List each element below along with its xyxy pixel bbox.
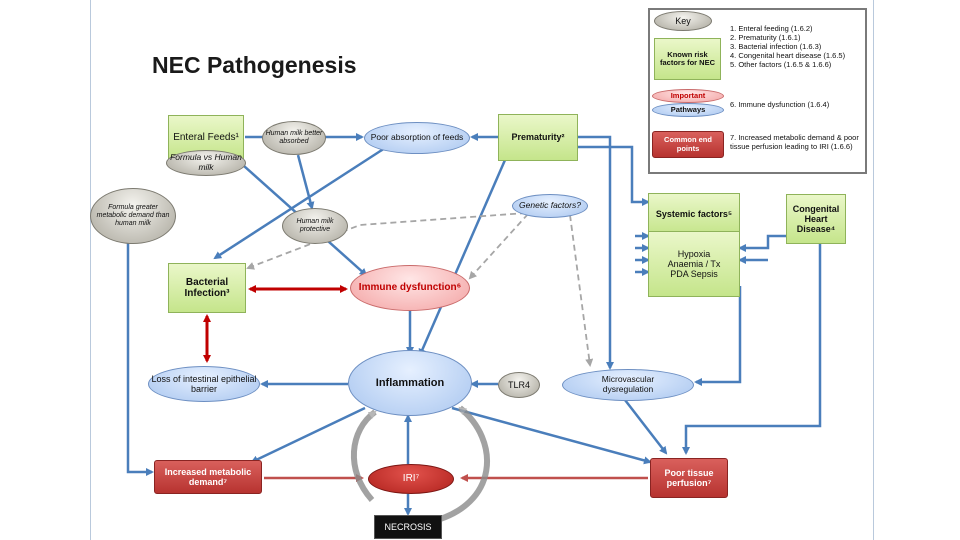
- node-necrosis: NECROSIS: [374, 515, 442, 539]
- arrow-absorption-to-infection: [213, 146, 386, 260]
- node-immune-dysfunction: Immune dysfunction⁶: [350, 265, 470, 311]
- key-risk-list: 1. Enteral feeding (1.6.2) 2. Prematurit…: [730, 24, 865, 69]
- key-risk-item-3: 3. Bacterial infection (1.6.3): [730, 42, 822, 51]
- dashed-genetic-to-infection: [246, 212, 527, 270]
- node-systemic-list: Hypoxia Anaemia / Tx PDA Sepsis: [648, 231, 740, 297]
- arrow-formula-to-metabolic: [126, 243, 154, 476]
- dashed-genetic-to-microvascular: [569, 214, 594, 367]
- node-prematurity: Prematurity²: [498, 114, 578, 161]
- key-risk-item-5: 5. Other factors (1.6.5 & 1.6.6): [730, 60, 832, 69]
- node-inflammation: Inflammation: [348, 350, 472, 416]
- key-immune-item: 6. Immune dysfunction (1.6.4): [730, 100, 830, 109]
- arrow-prematurity-to-systemic: [578, 145, 650, 206]
- page-title: NEC Pathogenesis: [152, 52, 357, 78]
- node-genetic-factors: Genetic factors?: [512, 194, 588, 218]
- node-congenital-heart-disease: Congenital Heart Disease⁴: [786, 194, 846, 244]
- arrow-systemic-to-microvascular: [694, 286, 742, 386]
- arrow-inflammation-to-metabolic: [250, 406, 366, 464]
- key-pathways: Pathways: [652, 103, 724, 117]
- node-systemic-factors: Systemic factors⁵: [648, 193, 740, 235]
- dashed-genetic-to-immune: [468, 213, 529, 280]
- arrow-heart-to-perfusion: [682, 244, 822, 455]
- grey-loop-left: [350, 409, 377, 503]
- node-loss-epithelial-barrier: Loss of intestinal epithelial barrier: [148, 366, 260, 402]
- key-common-end-points: Common end points: [652, 131, 724, 158]
- arrow-inflammation-to-perfusion: [451, 406, 652, 465]
- node-poor-tissue-perfusion: Poor tissue perfusion⁷: [650, 458, 728, 498]
- node-tlr4: TLR4: [498, 372, 540, 398]
- node-human-milk-better-absorbed: Human milk better absorbed: [262, 121, 326, 155]
- key-known-risk-factors: Known risk factors for NEC: [654, 38, 721, 80]
- key-important: Important: [652, 89, 724, 103]
- node-poor-absorption: Poor absorption of feeds: [364, 122, 470, 154]
- node-formula-greater-demand: Formula greater metabolic demand than hu…: [90, 188, 176, 244]
- slide-frame: [90, 0, 874, 540]
- key-label: Key: [654, 11, 712, 31]
- key-risk-item-2: 2. Prematurity (1.6.1): [730, 33, 801, 42]
- node-human-milk-protective: Human milk protective: [282, 208, 348, 244]
- node-bacterial-infection: Bacterial Infection³: [168, 263, 246, 313]
- key-risk-item-1: 1. Enteral feeding (1.6.2): [730, 24, 813, 33]
- node-formula-vs-human-milk: Formula vs Human milk: [166, 150, 246, 176]
- grey-loop-right: [429, 405, 491, 525]
- arrow-heart-to-systemic: [738, 234, 786, 252]
- node-increased-metabolic-demand: Increased metabolic demand⁷: [154, 460, 262, 494]
- arrow-prematurity-to-microvascular: [578, 135, 614, 370]
- arrow-microvascular-to-perfusion: [624, 399, 668, 455]
- arrow-prematurity-to-inflammation: [418, 159, 507, 357]
- key-endpoint-item: 7. Increased metabolic demand & poor tis…: [730, 133, 859, 151]
- node-iri: IRI⁷: [368, 464, 454, 494]
- node-microvascular-dysregulation: Microvascular dysregulation: [562, 369, 694, 401]
- key-risk-item-4: 4. Congenital heart disease (1.6.5): [730, 51, 846, 60]
